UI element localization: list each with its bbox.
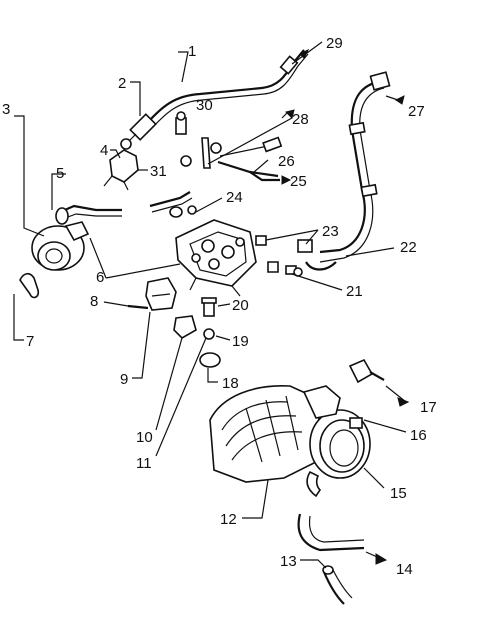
callout-10: 10 — [136, 429, 153, 446]
part-30-banjo-bolt — [175, 111, 187, 135]
callout-2: 2 — [118, 75, 126, 92]
part-3-pressure-regulator — [31, 221, 90, 271]
part-20-bolt — [201, 297, 217, 317]
callout-8: 8 — [90, 293, 98, 310]
washer — [180, 155, 192, 167]
callout-25: 25 — [290, 173, 307, 190]
part-1-fuel-pipe — [141, 49, 309, 135]
callout-20: 20 — [232, 297, 249, 314]
arrows — [281, 48, 410, 565]
callout-31: 31 — [150, 163, 167, 180]
callout-9: 9 — [120, 371, 128, 388]
callout-6: 6 — [96, 269, 104, 286]
callout-24: 24 — [226, 189, 243, 206]
callout-5: 5 — [56, 165, 64, 182]
callout-4: 4 — [100, 142, 108, 159]
part-17-sensor-plug — [348, 358, 385, 384]
callout-15: 15 — [390, 485, 407, 502]
callout-29: 29 — [326, 35, 343, 52]
part-24-connector — [149, 191, 197, 218]
part-23-fittings — [255, 235, 313, 277]
part-15-throttle-body — [302, 385, 371, 479]
callout-11: 11 — [136, 455, 152, 472]
callout-13: 13 — [280, 553, 297, 570]
callout-18: 18 — [222, 375, 239, 392]
callout-27: 27 — [408, 103, 425, 120]
callout-19: 19 — [232, 333, 249, 350]
part-6-injection-unit — [175, 219, 257, 297]
callout-1: 1 — [188, 43, 196, 60]
part-18-o-ring — [199, 352, 221, 368]
callout-labels: 1 2 3 4 5 6 7 8 9 10 11 12 13 14 15 16 1… — [2, 35, 437, 578]
callout-23: 23 — [322, 223, 339, 240]
callout-22: 22 — [400, 239, 417, 256]
callout-12: 12 — [220, 511, 237, 528]
part-4-bracket — [103, 138, 139, 191]
part-14-hose — [297, 470, 365, 552]
callout-7: 7 — [26, 333, 34, 350]
callout-17: 17 — [420, 399, 437, 416]
callout-28: 28 — [292, 111, 309, 128]
part-5-pipe — [55, 204, 122, 225]
callout-30: 30 — [196, 97, 213, 114]
part-13-hose — [322, 565, 353, 605]
part-19-washer — [203, 328, 215, 340]
callout-16: 16 — [410, 427, 427, 444]
part-10-connector — [173, 315, 197, 339]
callout-21: 21 — [346, 283, 363, 300]
part-26-injector-line — [201, 136, 283, 182]
callout-26: 26 — [278, 153, 295, 170]
part-8-screw — [127, 304, 149, 310]
part-9-sensor — [145, 277, 177, 311]
part-22-return-hose — [305, 71, 391, 271]
part-7-hose — [19, 272, 40, 299]
callout-3: 3 — [2, 101, 10, 118]
washer — [210, 142, 222, 154]
part-12-intake-housing — [209, 385, 323, 483]
callout-14: 14 — [396, 561, 413, 578]
